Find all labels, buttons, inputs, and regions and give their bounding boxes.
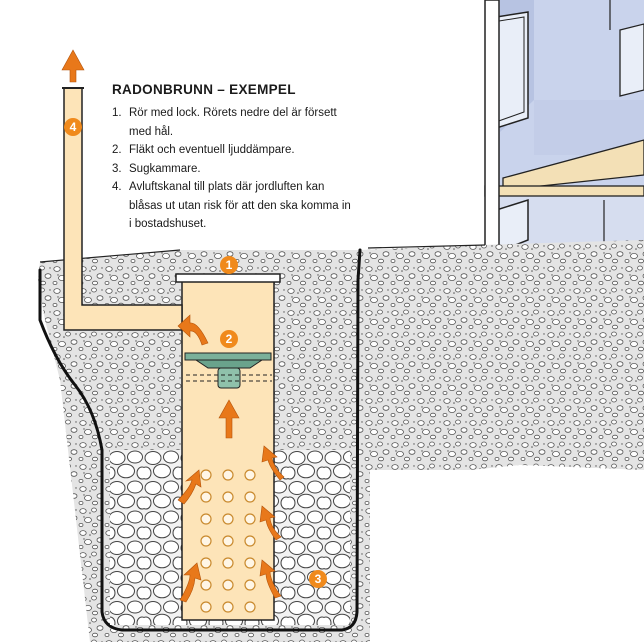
legend: RADONBRUNN – EXEMPEL 1. Rör med lock. Rö… xyxy=(112,82,352,234)
legend-item: 3. Sugkammare. xyxy=(112,160,352,179)
inflow-arrow-1 xyxy=(179,562,202,603)
up-flow-arrow xyxy=(218,399,240,439)
fan-out-arrow xyxy=(177,314,209,346)
fan xyxy=(184,352,272,389)
legend-title: RADONBRUNN – EXEMPEL xyxy=(112,82,296,97)
legend-item-text: Rör med lock. Rörets nedre del är förset… xyxy=(129,107,337,138)
inflow-arrow-3 xyxy=(259,559,282,599)
legend-list: 1. Rör med lock. Rörets nedre del är för… xyxy=(112,104,352,234)
legend-item: 1. Rör med lock. Rörets nedre del är för… xyxy=(112,104,352,141)
air-flow-arrows xyxy=(61,49,285,603)
pipe-holes xyxy=(200,469,256,613)
legend-item-number: 1. xyxy=(112,107,122,119)
marker-2: 2 xyxy=(220,330,238,348)
marker-3: 3 xyxy=(309,570,327,588)
exhaust-arrow xyxy=(61,49,85,83)
legend-item-number: 3. xyxy=(112,162,122,175)
legend-item-text: Avluftskanal till plats där jordluften k… xyxy=(129,181,351,230)
legend-item: 2. Fläkt och eventuell ljuddämpare. xyxy=(112,141,352,160)
legend-item-number: 4. xyxy=(112,181,122,193)
inflow-arrow-2 xyxy=(177,469,202,505)
inflow-arrow-4 xyxy=(259,505,282,541)
marker-1: 1 xyxy=(220,256,238,274)
marker-4: 4 xyxy=(64,118,82,136)
inflow-arrow-5 xyxy=(261,445,285,481)
legend-item: 4. Avluftskanal till plats där jordlufte… xyxy=(112,178,352,234)
pipe-lid xyxy=(175,273,281,283)
legend-item-text: Sugkammare. xyxy=(129,162,201,175)
excavation-outline xyxy=(38,248,362,632)
legend-item-number: 2. xyxy=(112,144,122,156)
legend-item-text: Fläkt och eventuell ljuddämpare. xyxy=(129,144,295,156)
